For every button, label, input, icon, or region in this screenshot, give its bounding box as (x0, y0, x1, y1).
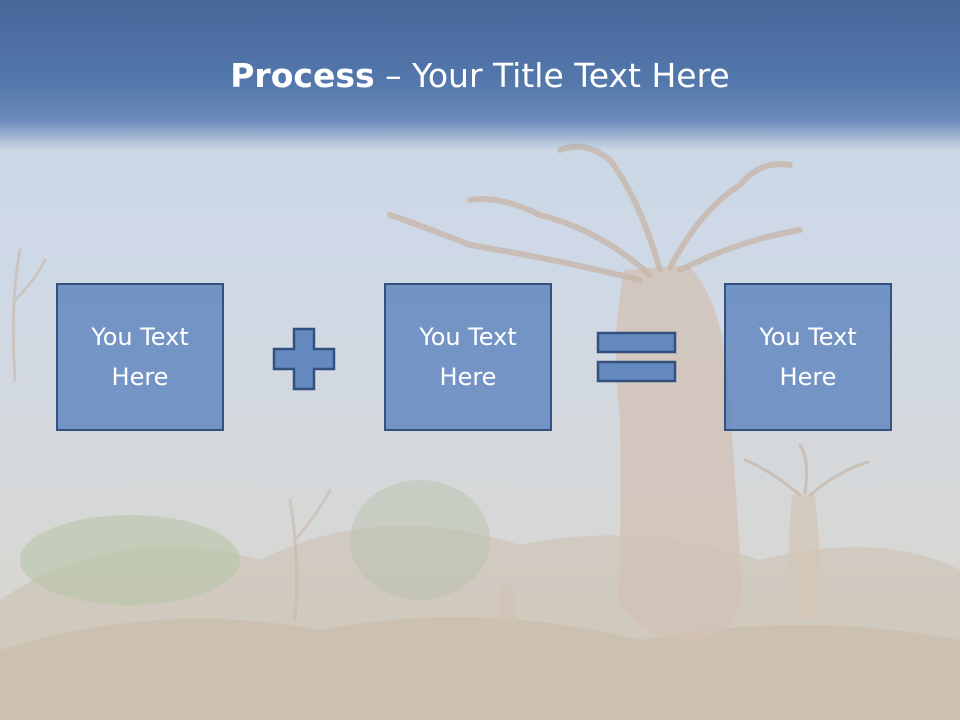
plus-icon (272, 327, 336, 391)
process-box-1-label: You Text Here (91, 323, 189, 391)
title-bold-text: Process (230, 56, 375, 95)
process-box-1[interactable]: You Text Here (56, 283, 224, 431)
process-box-2[interactable]: You Text Here (384, 283, 552, 431)
process-box-2-label: You Text Here (419, 323, 517, 391)
title-bar (0, 0, 960, 150)
title-rest-text: – Your Title Text Here (374, 56, 730, 95)
slide-title[interactable]: Process – Your Title Text Here (0, 54, 960, 98)
process-box-3-label: You Text Here (759, 323, 857, 391)
process-box-3[interactable]: You Text Here (724, 283, 892, 431)
equals-icon (596, 331, 677, 383)
